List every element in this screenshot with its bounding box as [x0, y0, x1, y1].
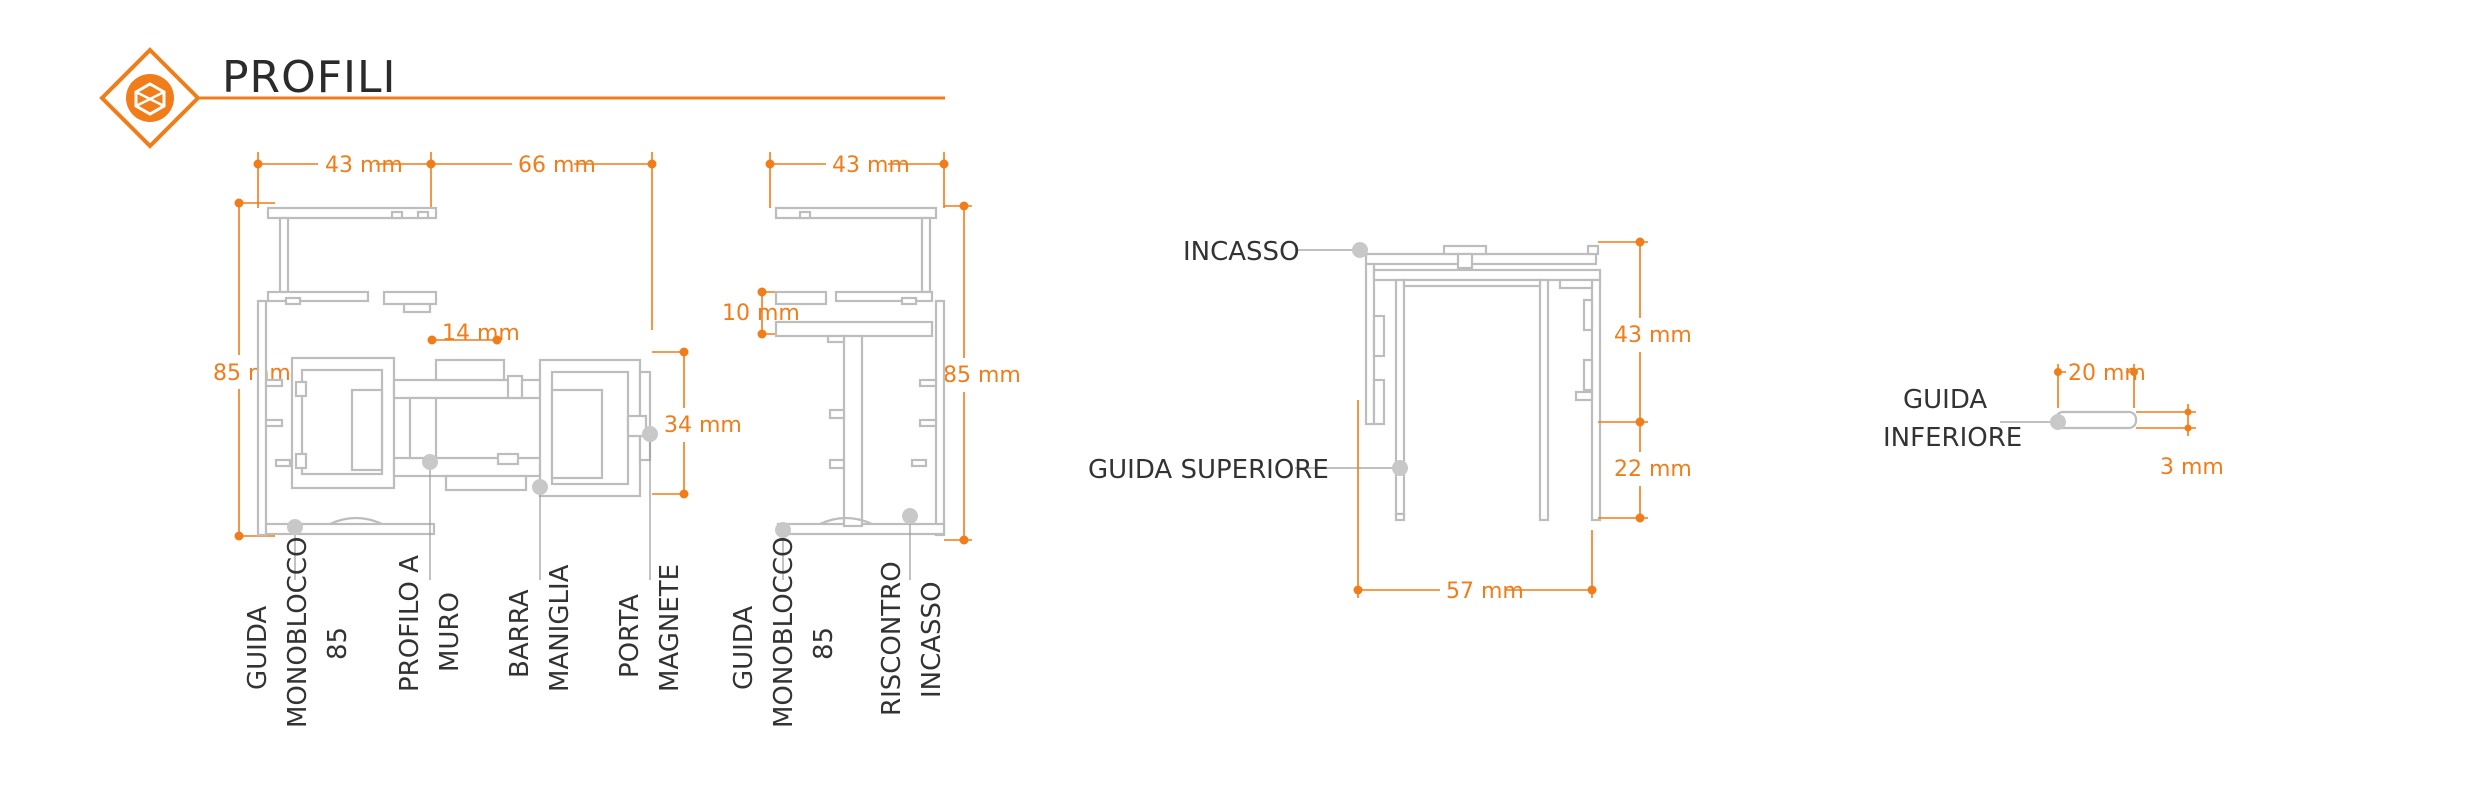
monoblocco-profile-1: [256, 206, 438, 537]
dim-85mm-group2: 85 mm: [943, 363, 1021, 388]
label-incasso: INCASSO: [1183, 237, 1300, 267]
label-line: MONOBLOCCO: [769, 537, 799, 728]
group3-drawing: 43 mm 22 mm 57 mm INCASSO GUIDA SUPERIOR…: [1088, 237, 1692, 606]
group4-leaders: [2000, 414, 2066, 430]
cube-icon: [99, 47, 201, 149]
monoblocco-profile-2: [774, 206, 946, 537]
label-line: 85: [809, 627, 839, 660]
dim-22mm: 22 mm: [1614, 457, 1692, 482]
label-guida-monoblocco-85-a: GUIDA MONOBLOCCO 85: [243, 537, 353, 728]
label-line: MONOBLOCCO: [283, 537, 313, 728]
group3-dimensions: 43 mm 22 mm 57 mm: [1353, 237, 1692, 606]
label-line: RISCONTRO: [877, 561, 907, 716]
label-guida-inferiore-line1: GUIDA: [1903, 385, 1987, 415]
label-line: INCASSO: [917, 581, 947, 698]
dim-34mm: 34 mm: [664, 413, 742, 438]
label-line: BARRA: [505, 589, 535, 678]
header: PROFILI: [99, 47, 945, 149]
dim-20mm: 20 mm: [2068, 361, 2146, 386]
label-line: PROFILO A: [395, 555, 425, 692]
label-guida-inferiore-line2: INFERIORE: [1883, 423, 2022, 453]
group2-drawing: 43 mm 85 mm 10 mm: [722, 150, 1021, 580]
label-barra-maniglia: BARRA MANIGLIA: [505, 564, 575, 692]
group4-drawing: 20 mm 3 mm GUIDA INFERIORE: [1883, 358, 2224, 480]
group2-dimensions: 43 mm 85 mm 10 mm: [722, 150, 1021, 545]
label-line: MAGNETE: [655, 564, 685, 692]
dim-14mm: 14 mm: [442, 321, 520, 346]
label-line: GUIDA: [729, 606, 759, 690]
label-line: 85: [323, 627, 353, 660]
group1-leaders: [287, 426, 658, 580]
incasso-profile: [1364, 244, 1602, 522]
porta-magnete-profile: [538, 358, 652, 498]
label-line: MURO: [435, 592, 465, 672]
dim-3mm: 3 mm: [2160, 455, 2224, 480]
group4-dimensions: 20 mm 3 mm: [2054, 358, 2224, 480]
label-line: GUIDA: [243, 606, 273, 690]
label-profilo-a-muro: PROFILO A MURO: [395, 555, 465, 692]
group2-leaders: [775, 508, 918, 580]
dim-43mm-left: 43 mm: [325, 153, 403, 178]
group3-leaders: [1295, 242, 1408, 476]
label-porta-magnete: PORTA MAGNETE: [615, 564, 685, 692]
dim-43mm-group2: 43 mm: [832, 153, 910, 178]
label-line: MANIGLIA: [545, 564, 575, 692]
label-riscontro-incasso: RISCONTRO INCASSO: [877, 561, 947, 716]
group1-drawing: 43 mm 66 mm 85 mm 14 mm 34 mm: [210, 150, 742, 580]
dim-66mm: 66 mm: [518, 153, 596, 178]
barra-maniglia-profile: [392, 358, 542, 492]
label-line: PORTA: [615, 594, 645, 678]
profilo-a-muro-profile: [290, 356, 396, 490]
dim-57mm: 57 mm: [1446, 579, 1524, 604]
dim-43mm-group3: 43 mm: [1614, 323, 1692, 348]
label-guida-superiore: GUIDA SUPERIORE: [1088, 455, 1329, 485]
label-guida-monoblocco-85-b: GUIDA MONOBLOCCO 85: [729, 537, 839, 728]
guida-inferiore-profile: [2054, 410, 2138, 430]
page-title: PROFILI: [222, 52, 397, 103]
